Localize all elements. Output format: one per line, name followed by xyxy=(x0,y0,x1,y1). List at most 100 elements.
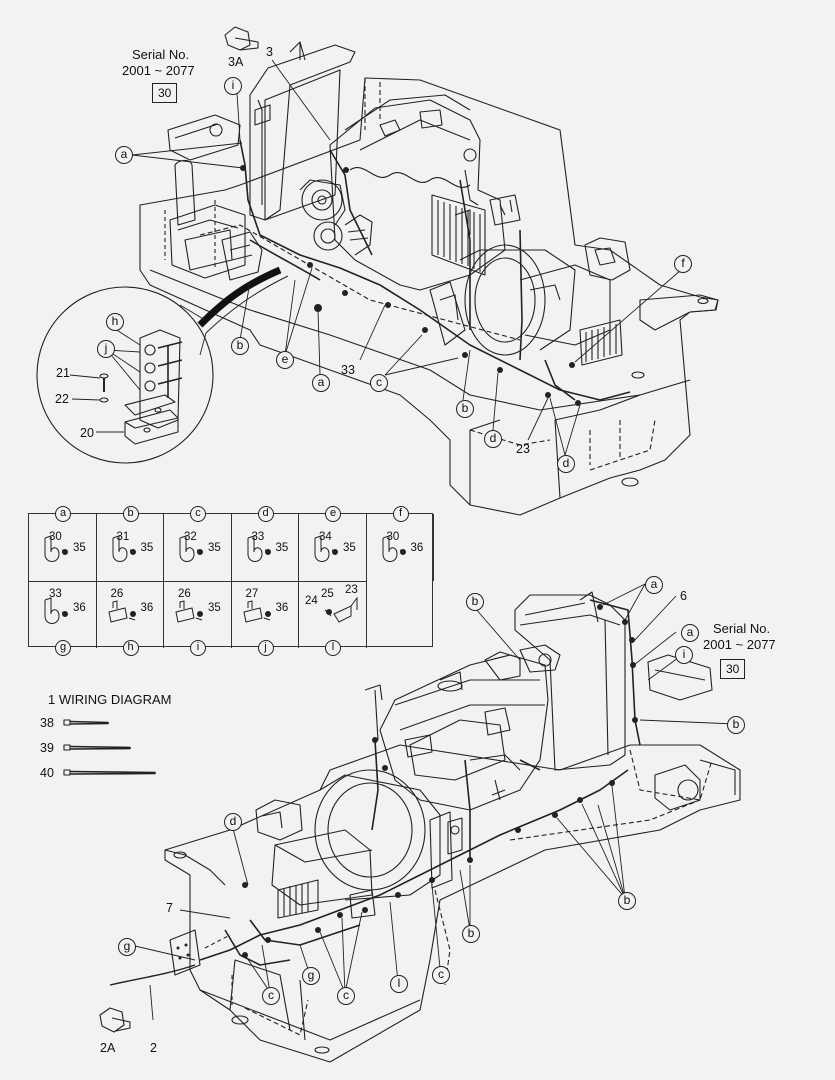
top-radiator xyxy=(249,41,356,221)
parts-cell-letter: b xyxy=(122,506,139,522)
legend-item-39: 39 xyxy=(40,741,54,755)
part-number: 27 xyxy=(245,588,259,600)
parts-cell-top-5: f 30 36 xyxy=(367,506,434,581)
callout-bottom-a1: a xyxy=(645,576,663,594)
callout-top-c: c xyxy=(370,374,388,392)
detail-callout-20: 20 xyxy=(80,426,94,440)
bottom-frame xyxy=(164,744,741,1063)
detail-bubble xyxy=(36,286,214,464)
callout-top-e: e xyxy=(276,351,294,369)
parts-cell-letter: j xyxy=(257,640,274,656)
connector-3a-drawing xyxy=(224,26,259,51)
top-thick-cable xyxy=(197,266,282,328)
detail-callout-j: j xyxy=(97,340,115,358)
part-number: 33 xyxy=(251,531,265,543)
parts-cell-top-3: d 33 35 xyxy=(232,506,299,581)
parts-cell-letter: a xyxy=(55,506,71,522)
callout-bottom-l: l xyxy=(390,975,408,993)
connector-2a-drawing xyxy=(99,1007,131,1033)
bottom-serial-label: Serial No. xyxy=(713,621,771,636)
detail-callout-22: 22 xyxy=(55,392,69,406)
callout-top-b1: b xyxy=(231,337,249,355)
clip-part-icon xyxy=(314,535,338,562)
legend-item-38: 38 xyxy=(40,716,54,730)
callout-bottom-g2: g xyxy=(302,967,320,985)
clip-part-icon xyxy=(107,600,136,623)
top-serial-label: Serial No. xyxy=(132,47,190,62)
callout-top-f: f xyxy=(674,255,692,273)
parts-cell-letter: e xyxy=(325,506,341,522)
callout-bottom-i: i xyxy=(675,646,693,664)
bottom-clip-markers xyxy=(242,604,638,958)
top-serial-box: 30 xyxy=(152,83,178,103)
callout-bottom-7: 7 xyxy=(166,901,173,915)
callout-bottom-c3: c xyxy=(432,966,450,984)
clip-part-icon xyxy=(112,535,136,562)
parts-cell-letter: d xyxy=(257,506,274,522)
part-number: 36 xyxy=(73,602,86,614)
parts-cell-letter: h xyxy=(122,640,139,656)
callout-top-d2: d xyxy=(557,455,575,473)
parts-cell-top-2: c 32 35 xyxy=(164,506,232,581)
part-number: 26 xyxy=(178,588,191,600)
bottom-radiator xyxy=(514,591,626,771)
wiring-diagram-title: 1 WIRING DIAGRAM xyxy=(48,692,172,707)
top-alternator xyxy=(299,179,373,256)
legend-ties xyxy=(63,719,156,776)
part-number: 25 xyxy=(321,588,334,600)
part-number: 36 xyxy=(410,542,424,554)
callout-bottom-a2: a xyxy=(681,624,699,642)
top-harness xyxy=(239,139,631,401)
part-number: 32 xyxy=(184,531,197,543)
part-number: 30 xyxy=(49,531,62,543)
part-number: 36 xyxy=(140,602,154,614)
top-serial-range: 2001 ~ 2077 xyxy=(122,63,195,78)
clip-part-icon xyxy=(179,535,203,562)
detail-callout-h: h xyxy=(106,313,124,331)
clip-part-icon xyxy=(242,600,271,623)
callout-3: 3 xyxy=(266,45,273,59)
parts-cell-letter: c xyxy=(190,506,206,522)
detail-callout-21: 21 xyxy=(56,366,70,380)
callout-bottom-c1: c xyxy=(262,987,280,1005)
parts-cell-bottom-1: h 26 36 xyxy=(96,581,164,656)
bottom-leaders xyxy=(134,583,736,1021)
top-housing xyxy=(429,237,631,366)
callout-bottom-b4: b xyxy=(618,892,636,910)
cable-2 xyxy=(109,964,196,986)
bottom-serial-range: 2001 ~ 2077 xyxy=(703,637,776,652)
callout-top-b2: b xyxy=(456,400,474,418)
part-number: 35 xyxy=(208,542,221,554)
part-number: 30 xyxy=(386,531,400,543)
callout-bottom-d: d xyxy=(224,813,242,831)
part-number: 26 xyxy=(110,588,124,600)
part-number: 31 xyxy=(116,531,130,543)
bottom-harness xyxy=(199,599,641,966)
part-number: 35 xyxy=(343,542,356,554)
part-number: 35 xyxy=(73,542,86,554)
parts-cell-top-0: a 30 35 xyxy=(29,506,97,581)
clip-part-icon xyxy=(324,596,358,623)
callout-bottom-g1: g xyxy=(118,938,136,956)
callout-bottom-b1: b xyxy=(466,593,484,611)
callout-3a: 3A xyxy=(228,55,244,69)
part-number: 23 xyxy=(345,584,358,596)
part-number: 33 xyxy=(49,588,62,600)
callout-bottom-c2: c xyxy=(337,987,355,1005)
clip-part-icon xyxy=(382,535,406,562)
clip-part-icon xyxy=(175,600,203,623)
clip-part-icon xyxy=(247,535,271,562)
parts-cell-letter: f xyxy=(392,506,409,522)
callout-top-a1: a xyxy=(115,146,133,164)
parts-cell-letter: i xyxy=(190,640,206,656)
clip-part-icon xyxy=(44,597,68,624)
callout-bottom-2: 2 xyxy=(150,1041,157,1055)
part-number: 35 xyxy=(275,542,289,554)
callout-top-33: 33 xyxy=(341,363,355,377)
part-number: 24 xyxy=(305,595,318,607)
top-clip-markers xyxy=(240,165,581,406)
